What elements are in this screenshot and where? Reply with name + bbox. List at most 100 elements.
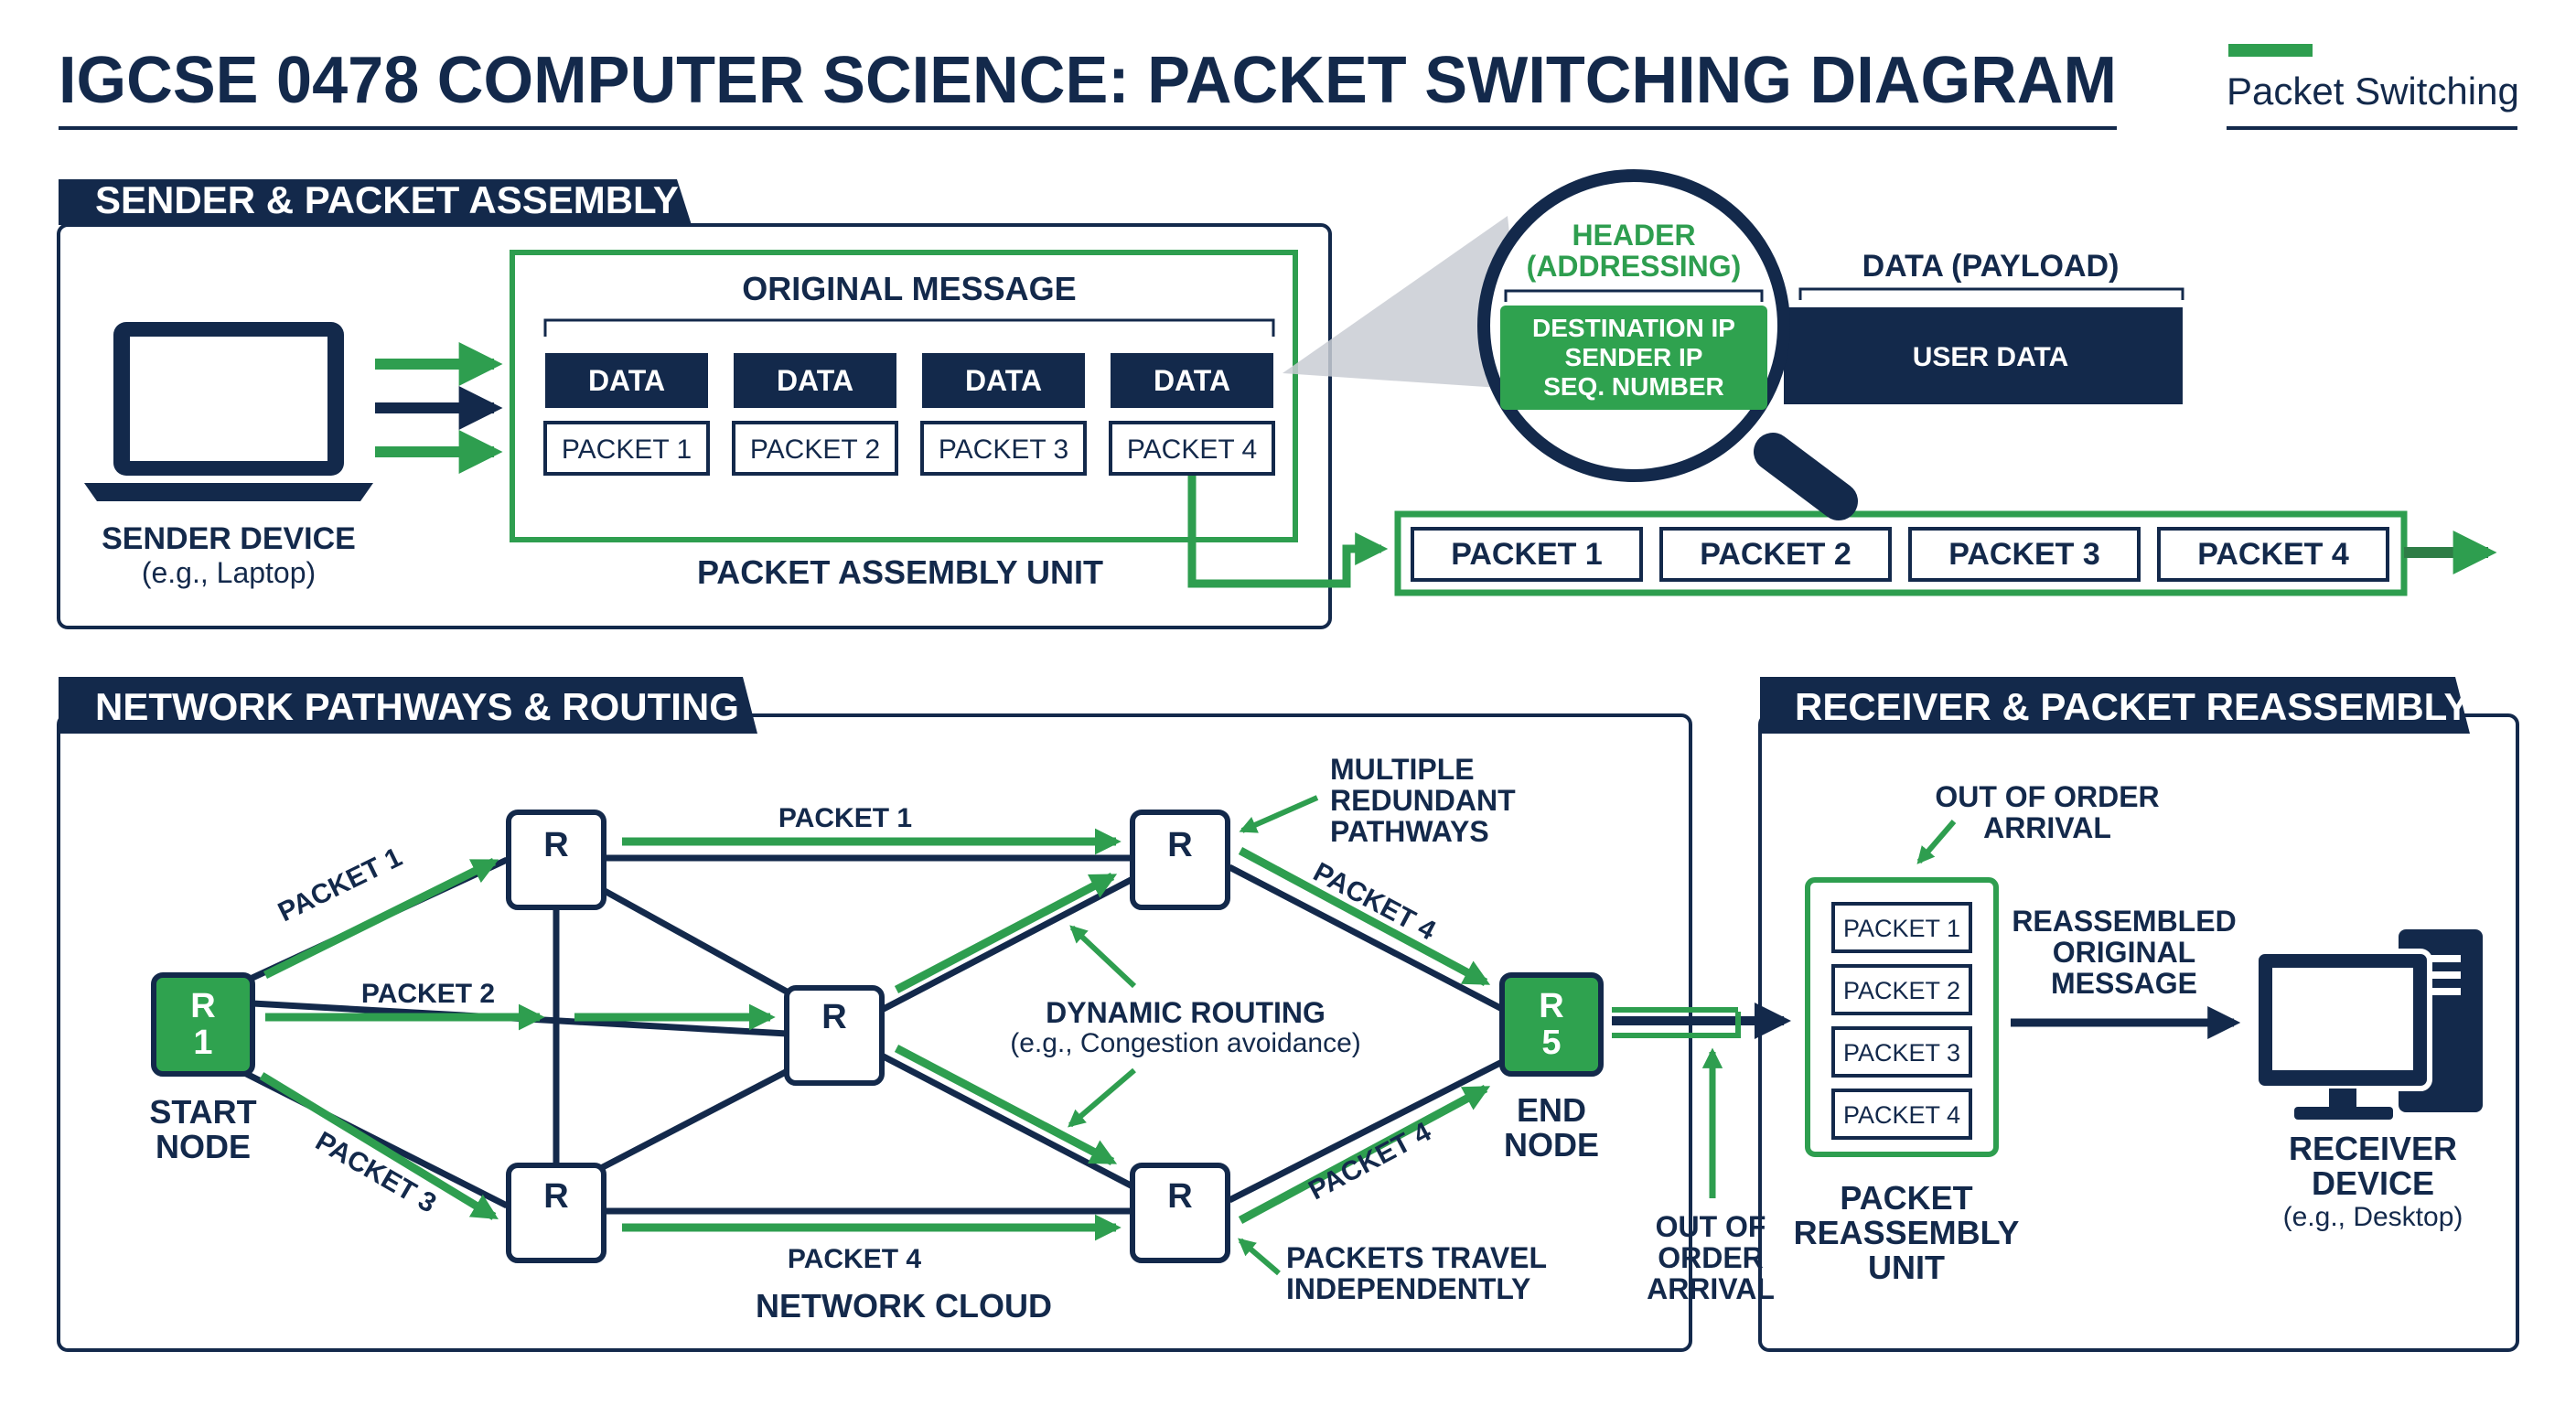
start-node-label: NODE bbox=[156, 1128, 251, 1165]
redundant-note: PATHWAYS bbox=[1330, 815, 1489, 848]
reassembled-packet: PACKET 1 bbox=[1831, 902, 1972, 953]
receiver-out-of-order: ARRIVAL bbox=[1983, 811, 2111, 844]
router: R bbox=[506, 1163, 606, 1263]
payload-content: USER DATA bbox=[1913, 342, 2069, 372]
svg-text:1: 1 bbox=[193, 1024, 212, 1062]
router-start: R 1 bbox=[151, 972, 255, 1077]
receiver-section: RECEIVER & PACKET REASSEMBLY OUT OF ORDE… bbox=[1758, 677, 2519, 1352]
start-node-label: START bbox=[149, 1093, 256, 1131]
svg-text:R: R bbox=[1539, 987, 1563, 1025]
dynamic-arrow-down bbox=[1068, 1067, 1136, 1128]
receiver-device-label: RECEIVER bbox=[2289, 1130, 2457, 1167]
stream-packet: PACKET 1 bbox=[1411, 527, 1643, 582]
payload-box: DATA (PAYLOAD) USER DATA bbox=[1784, 249, 2184, 404]
stream-connector-arrow bbox=[1187, 476, 1389, 588]
page-title: IGCSE 0478 COMPUTER SCIENCE: PACKET SWIT… bbox=[59, 44, 2117, 117]
svg-text:PACKET 4: PACKET 4 bbox=[1127, 434, 1257, 465]
receiver-section-title: RECEIVER & PACKET REASSEMBLY bbox=[1795, 685, 2469, 728]
packet-block: PACKET 1 bbox=[543, 421, 710, 476]
header-label-line1: HEADER bbox=[1572, 219, 1695, 252]
packet-block: PACKET 3 bbox=[920, 421, 1087, 476]
sender-device-label: SENDER DEVICE bbox=[102, 521, 356, 556]
data-block: DATA bbox=[734, 353, 896, 408]
laptop-icon bbox=[84, 322, 373, 501]
reassembled-message-label: REASSEMBLED bbox=[2012, 905, 2236, 938]
packet-stream: PACKET 1 PACKET 2 PACKET 3 PACKET 4 bbox=[1394, 510, 2497, 596]
payload-label: DATA (PAYLOAD) bbox=[1862, 249, 2120, 284]
svg-text:R: R bbox=[1167, 826, 1192, 864]
reassembled-message-label: ORIGINAL bbox=[2053, 936, 2195, 969]
path-upper-diag bbox=[894, 873, 1118, 993]
svg-text:R: R bbox=[821, 998, 846, 1036]
header-field: DESTINATION IP bbox=[1532, 314, 1735, 342]
redundant-note: REDUNDANT bbox=[1330, 784, 1516, 817]
end-node-label: NODE bbox=[1504, 1126, 1599, 1164]
stream-packet: PACKET 4 bbox=[2157, 527, 2389, 582]
svg-text:DATA: DATA bbox=[965, 364, 1042, 397]
redundant-note: MULTIPLE bbox=[1330, 753, 1475, 786]
original-message-label: ORIGINAL MESSAGE bbox=[742, 270, 1076, 307]
original-message-bracket bbox=[543, 318, 1275, 337]
sender-section-title: SENDER & PACKET ASSEMBLY bbox=[95, 178, 679, 221]
svg-text:DATA: DATA bbox=[1154, 364, 1230, 397]
receiver-section-tab bbox=[1760, 677, 2470, 734]
sender-panel bbox=[57, 223, 1332, 629]
data-block: DATA bbox=[545, 353, 708, 408]
reassembly-unit-label: REASSEMBLY bbox=[1794, 1214, 2020, 1251]
dynamic-arrow-up bbox=[1069, 925, 1137, 989]
independent-note: INDEPENDENTLY bbox=[1286, 1272, 1530, 1305]
svg-text:PACKET 1: PACKET 1 bbox=[1451, 537, 1603, 572]
header-label-line2: (ADDRESSING) bbox=[1527, 250, 1742, 283]
receiver-device-sub: (e.g., Desktop) bbox=[2283, 1202, 2463, 1232]
out-of-order-label: ORDER bbox=[1658, 1241, 1764, 1274]
reassembled-packet: PACKET 4 bbox=[1831, 1089, 1972, 1140]
svg-text:PACKET 1: PACKET 1 bbox=[1843, 915, 1960, 942]
network-section: NETWORK PATHWAYS & ROUTING bbox=[57, 677, 1692, 1352]
svg-text:PACKET 3: PACKET 3 bbox=[1843, 1039, 1960, 1067]
path-packet4-lower bbox=[1238, 1085, 1491, 1224]
stream-packet: PACKET 3 bbox=[1908, 527, 2141, 582]
svg-text:R: R bbox=[1167, 1177, 1192, 1216]
path-packet4-upper bbox=[1238, 847, 1491, 986]
path-label: PACKET 1 bbox=[778, 803, 912, 833]
svg-text:DATA: DATA bbox=[777, 364, 853, 397]
svg-text:DATA: DATA bbox=[588, 364, 665, 397]
reassembled-packet: PACKET 2 bbox=[1831, 964, 1972, 1015]
legend-swatch bbox=[2228, 44, 2313, 57]
svg-text:PACKET 4: PACKET 4 bbox=[2197, 537, 2349, 572]
network-section-title: NETWORK PATHWAYS & ROUTING bbox=[95, 685, 739, 728]
reassembly-unit-label: UNIT bbox=[1868, 1249, 1945, 1286]
magnifier-icon: HEADER (ADDRESSING) DESTINATION IP SENDE… bbox=[1477, 169, 1858, 520]
data-block: DATA bbox=[1111, 353, 1273, 408]
receiver-out-of-order: OUT OF ORDER bbox=[1935, 780, 2159, 813]
sender-device-sub: (e.g., Laptop) bbox=[142, 556, 316, 589]
path-label: PACKET 2 bbox=[361, 979, 495, 1009]
svg-text:R: R bbox=[190, 987, 215, 1025]
svg-text:PACKET 4: PACKET 4 bbox=[1843, 1101, 1960, 1129]
dynamic-routing-title: DYNAMIC ROUTING bbox=[1046, 996, 1326, 1029]
svg-text:PACKET 2: PACKET 2 bbox=[1843, 977, 1960, 1004]
sender-section-tab bbox=[59, 179, 692, 225]
network-cloud-label: NETWORK CLOUD bbox=[756, 1287, 1052, 1325]
router-end: R 5 bbox=[1499, 972, 1604, 1077]
path-lower-diag bbox=[894, 1045, 1118, 1165]
receiver-out-of-order-arrow bbox=[1916, 820, 1957, 864]
header-fields-box bbox=[1500, 306, 1767, 410]
header-field: SEQ. NUMBER bbox=[1543, 372, 1724, 401]
packet-paths bbox=[259, 828, 1491, 1241]
dynamic-routing-sub: (e.g., Congestion avoidance) bbox=[1010, 1028, 1361, 1058]
end-node-label: END bbox=[1517, 1091, 1586, 1129]
router: R bbox=[506, 810, 606, 910]
network-section-tab bbox=[59, 677, 757, 734]
packet-assembly-unit-label: PACKET ASSEMBLY UNIT bbox=[697, 553, 1103, 591]
svg-text:5: 5 bbox=[1541, 1024, 1561, 1062]
out-of-order-label: ARRIVAL bbox=[1647, 1272, 1775, 1305]
svg-text:PACKET 3: PACKET 3 bbox=[1948, 537, 2100, 572]
path-packet1-diag bbox=[263, 857, 499, 980]
receiver-device-label: DEVICE bbox=[2312, 1164, 2434, 1202]
sender-section: SENDER & PACKET ASSEMBLY SENDER DEVICE (… bbox=[57, 178, 1332, 629]
svg-text:PACKET 3: PACKET 3 bbox=[939, 434, 1068, 465]
router: R bbox=[1130, 810, 1230, 910]
arrival-arrow-green bbox=[1612, 1007, 1741, 1038]
